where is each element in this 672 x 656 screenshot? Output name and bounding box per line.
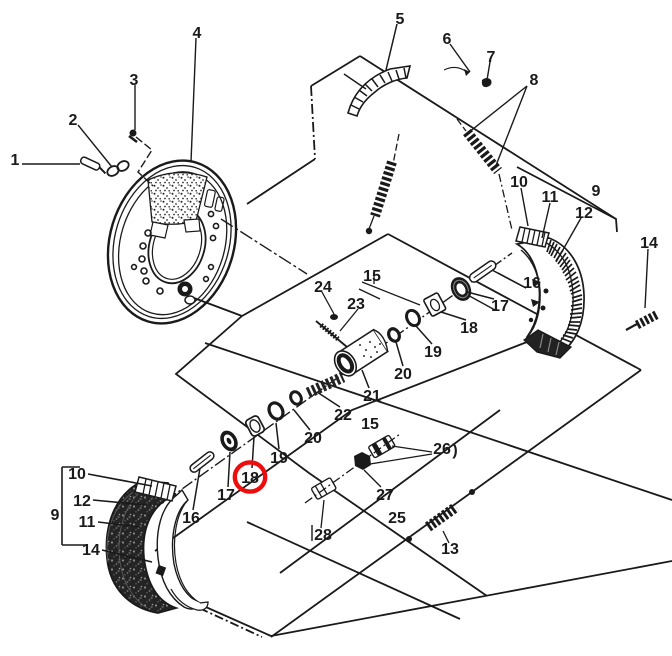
svg-text:19: 19: [270, 450, 288, 467]
svg-text:22: 22: [334, 407, 352, 424]
svg-text:16: 16: [523, 275, 541, 292]
svg-text:14: 14: [82, 542, 100, 559]
svg-text:9: 9: [51, 507, 60, 524]
svg-text:9: 9: [592, 183, 601, 200]
svg-text:3: 3: [130, 72, 139, 89]
svg-text:17: 17: [217, 487, 235, 504]
svg-text:24: 24: [314, 279, 332, 296]
svg-text:4: 4: [193, 25, 202, 42]
svg-text:10: 10: [68, 466, 86, 483]
svg-text:1: 1: [11, 152, 20, 169]
svg-text:13: 13: [441, 541, 459, 558]
svg-text:): ): [452, 442, 457, 459]
svg-text:26: 26: [433, 441, 451, 458]
svg-text:10: 10: [510, 174, 528, 191]
svg-text:23: 23: [347, 296, 365, 313]
svg-text:11: 11: [542, 189, 559, 206]
svg-text:18: 18: [460, 320, 478, 337]
svg-text:12: 12: [575, 205, 593, 222]
svg-text:15: 15: [361, 416, 379, 433]
svg-text:20: 20: [394, 366, 412, 383]
svg-text:15: 15: [363, 268, 381, 285]
svg-text:25: 25: [388, 510, 406, 527]
svg-text:21: 21: [363, 388, 381, 405]
svg-text:17: 17: [491, 298, 509, 315]
svg-text:19: 19: [424, 344, 442, 361]
svg-text:2: 2: [69, 112, 78, 129]
svg-text:20: 20: [304, 430, 322, 447]
svg-text:12: 12: [73, 493, 91, 510]
svg-text:28: 28: [314, 527, 332, 544]
svg-text:7: 7: [487, 49, 496, 66]
svg-text:16: 16: [182, 510, 200, 527]
svg-text:27: 27: [376, 487, 394, 504]
svg-text:8: 8: [530, 72, 539, 89]
svg-text:6: 6: [443, 31, 452, 48]
svg-text:11: 11: [79, 514, 96, 531]
svg-text:5: 5: [396, 11, 405, 28]
svg-text:14: 14: [640, 235, 658, 252]
svg-text:18: 18: [241, 470, 259, 487]
